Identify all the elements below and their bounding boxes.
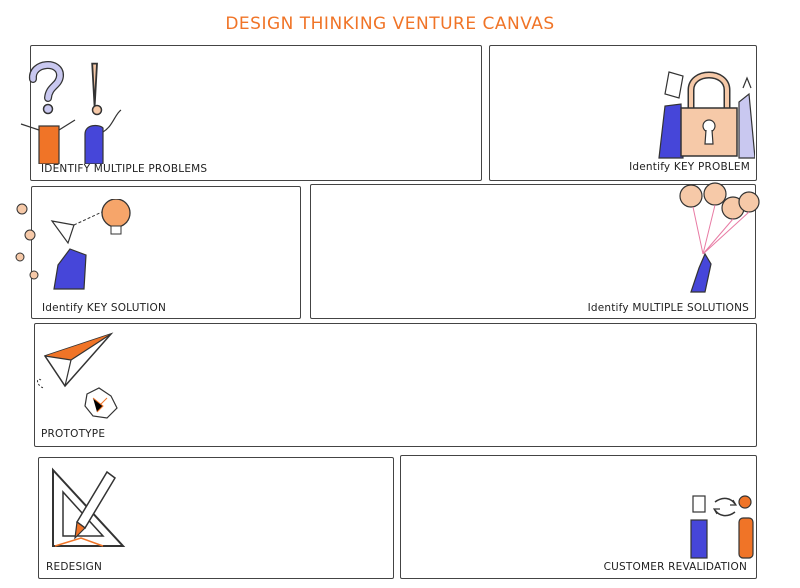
canvas-title: DESIGN THINKING VENTURE CANVAS (225, 14, 555, 34)
padlock-icon (658, 71, 755, 159)
panel-label: CUSTOMER REVALIDATION (603, 561, 747, 573)
panel-label: Identify MULTIPLE SOLUTIONS (587, 302, 749, 314)
panel-identify-key-solution[interactable]: Identify KEY SOLUTION (15, 186, 301, 319)
panel-prototype[interactable]: PROTOTYPE (34, 323, 757, 447)
pencil-set-square-icon (52, 467, 126, 547)
panel-identify-key-problem[interactable]: Identify KEY PROBLEM (489, 45, 757, 181)
panel-label: Identify KEY PROBLEM (629, 161, 750, 173)
panel-label: Identify KEY SOLUTION (42, 302, 167, 314)
panel-label: PROTOTYPE (41, 428, 106, 440)
panel-label: REDESIGN (46, 561, 103, 573)
lightbulb-balloons-icon (679, 182, 760, 293)
panel-redesign[interactable]: REDESIGN (38, 457, 394, 579)
paper-plane-icon (37, 332, 118, 419)
panel-label: IDENTIFY MULTIPLE PROBLEMS (41, 163, 208, 175)
people-exchange-icon (690, 495, 754, 559)
people-question-exclamation-icon (20, 61, 122, 164)
panel-identify-multiple-solutions[interactable]: Identify MULTIPLE SOLUTIONS (310, 182, 760, 319)
panel-identify-multiple-problems[interactable]: IDENTIFY MULTIPLE PROBLEMS (20, 45, 482, 181)
slingshot-lightbulb-icon (15, 199, 131, 290)
panel-customer-revalidation[interactable]: CUSTOMER REVALIDATION (400, 455, 757, 579)
